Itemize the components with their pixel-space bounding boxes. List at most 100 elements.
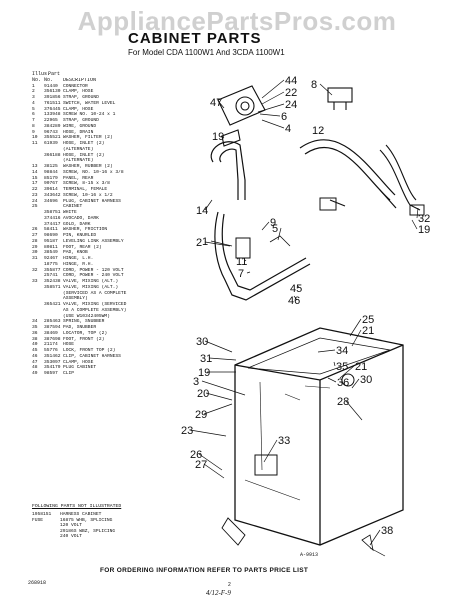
ordering-footer: FOR ORDERING INFORMATION REFER TO PARTS …	[100, 567, 309, 574]
parts-cell-desc: LOCK, FRONT TOP (2)	[63, 348, 116, 353]
parts-cell-no: 5	[32, 106, 35, 112]
callout-number: 19	[418, 224, 430, 236]
parts-cell-no: 15	[32, 175, 38, 181]
callout-number: 29	[195, 409, 207, 421]
callout-leader-line	[198, 453, 223, 471]
callout-leader-line	[261, 119, 285, 129]
parts-cell-part: 285463	[44, 319, 61, 325]
callout-leader-line	[257, 103, 285, 113]
parts-cell-part: 366188	[44, 152, 61, 158]
parts-cell-desc: HOSE	[63, 342, 75, 348]
parts-cell-no: 33	[32, 279, 38, 284]
callout-number: 22	[285, 87, 297, 99]
parts-cell-desc: VALVE, MIXING (ALT.)	[63, 279, 119, 284]
parts-cell-part: 387594	[44, 325, 61, 330]
parts-row: AS A COMPLETE ASSEMBLY)	[32, 308, 162, 314]
parts-cell-desc: WIRE, GROUND	[63, 123, 97, 129]
parts-cell-desc: SPRING, SNUBBER	[63, 319, 105, 325]
header-part: Part	[48, 71, 61, 77]
page-title: CABINET PARTS	[128, 30, 262, 47]
parts-cell-desc: SCREW, 8-15 x 3/8	[63, 181, 110, 187]
plug-drawing	[327, 87, 353, 110]
parts-cell-no: 6	[32, 112, 35, 118]
not-illustrated-no: FUSE	[32, 517, 44, 523]
parts-cell-desc: WASHER, FILTER (2)	[63, 135, 113, 141]
callout-number: 31	[200, 353, 212, 365]
parts-cell-desc: (ALTERNATE)	[63, 146, 94, 152]
parts-cell-no: 7	[32, 118, 35, 123]
callout-leader-line	[246, 271, 251, 274]
parts-cell-no: 34	[32, 319, 38, 325]
callout-number: 21	[362, 325, 374, 337]
parts-cell-desc: HOSE, DRAIN	[63, 129, 94, 135]
parts-cell-no: 14	[32, 169, 38, 175]
parts-cell-part: 91440	[44, 83, 58, 89]
parts-cell-no: 13	[32, 164, 38, 169]
parts-row: (SERVICED AS A COMPLETE	[32, 291, 162, 297]
callout-number: 12	[312, 125, 324, 137]
callout-number: 33	[278, 435, 290, 447]
parts-cell-desc: CONNECTOR	[63, 83, 88, 89]
callout-leader-line	[317, 349, 336, 353]
parts-cell-part: 343642	[44, 192, 61, 198]
callout-leader-line	[208, 357, 237, 361]
callout-number: 14	[196, 205, 208, 217]
parts-cell-no: 46	[32, 353, 38, 359]
callout-number: 23	[181, 425, 193, 437]
parts-cell-part: 55776	[44, 348, 58, 353]
callout-leader-line	[411, 219, 418, 230]
parts-cell-desc: HINGE, R.H.	[63, 261, 94, 267]
parts-cell-desc: SWITCH, WATER LEVEL	[63, 100, 116, 106]
callout-leader-line	[369, 529, 381, 546]
callout-leader-line	[203, 463, 225, 479]
parts-cell-part: 61939	[44, 141, 58, 146]
parts-cell-part: 358571	[44, 284, 61, 290]
not-illustrated-desc: 120 VOLT	[60, 523, 83, 529]
callout-number: 6	[281, 111, 287, 123]
parts-cell-part: 38549	[44, 250, 58, 256]
callout-leader-line	[203, 403, 233, 415]
parts-cell-desc: HOSE, INLET (2)	[63, 152, 105, 158]
parts-cell-desc: CLAMP, HOSE	[63, 106, 94, 112]
parts-cell-no: 11	[32, 141, 38, 146]
parts-cell-desc: TERMINAL, FEMALE	[63, 187, 108, 192]
callout-number: 25	[362, 314, 374, 326]
parts-cell-no: 38	[32, 336, 38, 342]
callout-leader-line	[204, 340, 233, 353]
not-illustrated-desc: HARNESS CABINET	[60, 512, 102, 517]
parts-cell-part: 133948	[44, 112, 61, 118]
header-no: No.	[32, 76, 42, 83]
parts-cell-part: 387698	[44, 336, 61, 342]
callout-number: 3	[193, 376, 199, 388]
parts-cell-part: 80811	[44, 244, 58, 250]
parts-cell-part: 98597	[44, 371, 58, 376]
parts-cell-desc: STRAP, GROUND	[63, 118, 99, 123]
callout-number: 45	[290, 283, 302, 295]
parts-cell-desc: PANEL, REAR	[63, 175, 94, 181]
parts-cell-desc: LOCATOR, TOP (2)	[63, 330, 108, 336]
callout-number: 26	[190, 449, 202, 461]
parts-cell-part: 353097	[44, 359, 61, 365]
callout-leader-line	[416, 207, 419, 219]
parts-cell-no: 9	[32, 129, 35, 135]
parts-cell-part: 25741	[44, 273, 58, 279]
